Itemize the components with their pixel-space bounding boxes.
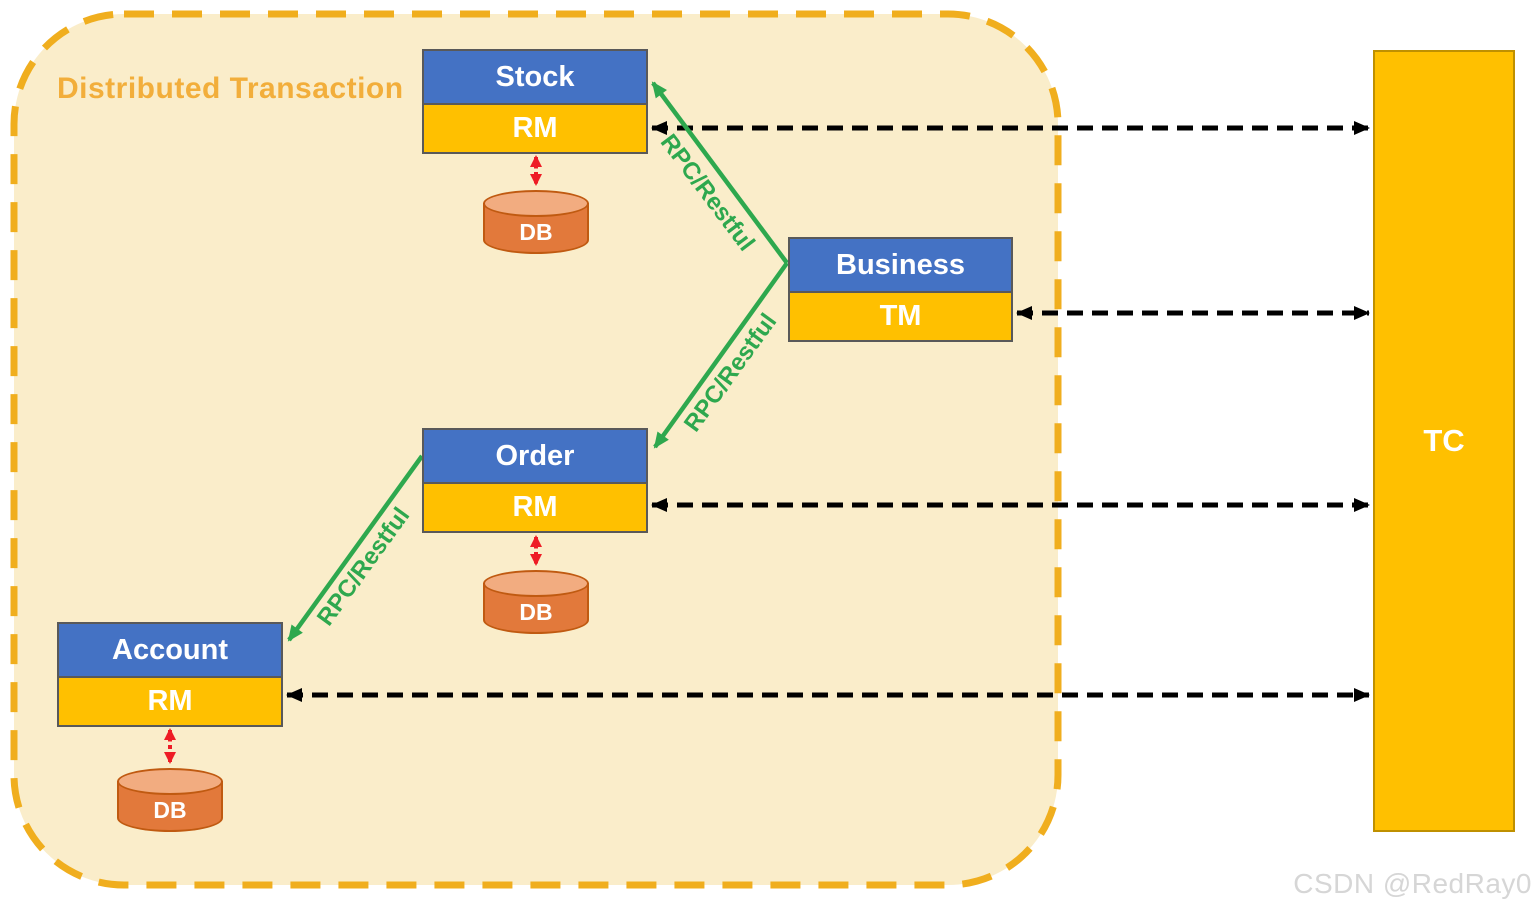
resource-manager-account: RM <box>59 678 281 725</box>
service-box-stock: Stock RM <box>422 49 648 154</box>
stock-db-label: DB <box>519 218 553 245</box>
resource-manager-stock: RM <box>424 105 646 152</box>
transaction-coordinator-box: TC <box>1373 50 1515 832</box>
resource-manager-order: RM <box>424 484 646 531</box>
service-box-business: Business TM <box>788 237 1013 342</box>
db-cylinder-top <box>117 768 223 795</box>
service-name-order: Order <box>424 430 646 484</box>
service-name-account: Account <box>59 624 281 678</box>
rpc-arrow-business-stock <box>651 81 789 265</box>
diagram-title: Distributed Transaction <box>57 72 404 105</box>
service-name-business: Business <box>790 239 1011 293</box>
service-box-account: Account RM <box>57 622 283 727</box>
rpc-arrow-business-order <box>653 261 789 449</box>
order-database-cylinder-icon: DB <box>483 570 589 635</box>
account-db-label: DB <box>153 796 187 823</box>
service-name-stock: Stock <box>424 51 646 105</box>
db-cylinder-top <box>483 570 589 597</box>
service-box-order: Order RM <box>422 428 648 533</box>
watermark: CSDN @RedRay0 <box>1293 868 1532 899</box>
account-database-cylinder-icon: DB <box>117 768 223 833</box>
db-cylinder-top <box>483 190 589 217</box>
order-db-label: DB <box>519 598 553 625</box>
stock-database-cylinder-icon: DB <box>483 190 589 255</box>
transaction-manager-business: TM <box>790 293 1011 340</box>
rpc-arrow-order-account <box>287 454 424 642</box>
